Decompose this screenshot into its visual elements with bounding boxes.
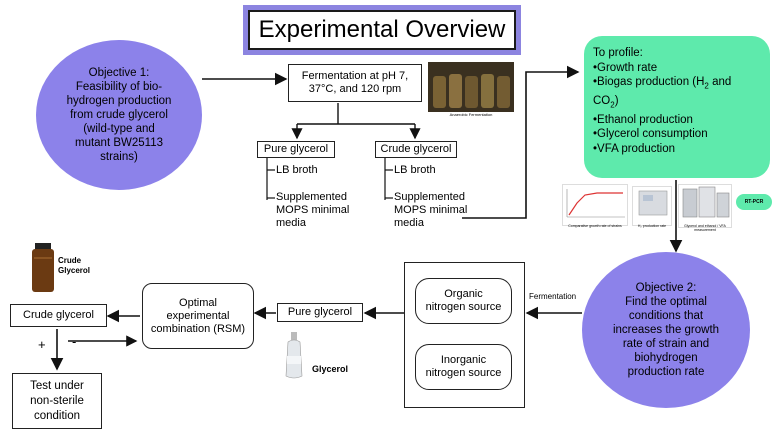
objective1-line: (wild-type and xyxy=(83,123,155,135)
organic-line: nitrogen source xyxy=(425,301,502,313)
objective1-line: mutant BW25113 xyxy=(74,137,163,149)
objective1-line: Objective 1: xyxy=(88,67,150,79)
inorganic-nitrogen-box: Inorganic nitrogen source xyxy=(415,344,512,390)
media-left-lb: LB broth xyxy=(276,164,318,176)
gc-image: H₂ production rate xyxy=(632,186,672,228)
hplc-machine-icon xyxy=(682,186,730,218)
pure-glycerol-top-box: Pure glycerol xyxy=(257,141,335,158)
profile-box: To profile: •Growth rate •Biogas product… xyxy=(584,36,770,178)
objective2-line: biohydrogen xyxy=(634,352,698,364)
equipment-label-3: Glycerol and ethanol / VFA measurement xyxy=(684,224,726,232)
photo-caption: Anaerobic Fermentation xyxy=(428,112,514,118)
test-line: Test under xyxy=(30,379,84,392)
bottles-image xyxy=(428,62,514,112)
media-line: Supplemented xyxy=(276,191,347,203)
media-line: MOPS minimal xyxy=(394,204,468,216)
glycerol-bottle-image xyxy=(283,330,305,380)
gc-machine-icon xyxy=(638,190,668,216)
objective2-line: Objective 2: xyxy=(635,282,697,294)
media-right-lb: LB broth xyxy=(394,164,436,176)
objective2-line: increases the growth xyxy=(612,324,720,336)
media-right-mops: Supplemented MOPS minimal media xyxy=(394,191,474,230)
optimal-line: combination (RSM) xyxy=(150,322,246,335)
fermentation-photo: Anaerobic Fermentation xyxy=(428,62,514,118)
organic-nitrogen-box: Organic nitrogen source xyxy=(415,278,512,324)
objective2-line: rate of strain and xyxy=(622,338,710,350)
plus-sign: + xyxy=(38,337,46,352)
crude-glycerol-top-box: Crude glycerol xyxy=(375,141,457,158)
objective2-line: conditions that xyxy=(628,310,704,322)
objective1-line: from crude glycerol xyxy=(70,109,168,121)
pure-glycerol-bottom-box: Pure glycerol xyxy=(277,303,363,322)
rt-pcr-badge: RT-PCR xyxy=(736,194,772,210)
nitrogen-container xyxy=(404,262,525,408)
objective1-line: strains) xyxy=(100,151,138,163)
profile-heading: To profile: xyxy=(593,47,643,59)
profile-item-growth: •Growth rate xyxy=(593,61,658,74)
inorganic-line: nitrogen source xyxy=(425,367,502,379)
profile-item-ethanol: •Ethanol production xyxy=(593,113,693,126)
organic-line: Organic xyxy=(444,288,483,300)
inorganic-line: Inorganic xyxy=(440,354,487,366)
media-line: MOPS minimal xyxy=(276,204,350,216)
optimal-combination-box: Optimal experimental combination (RSM) xyxy=(142,283,254,349)
objective1-ellipse: Objective 1: Feasibility of bio- hydroge… xyxy=(36,40,202,190)
crude-glycerol-bottle-image xyxy=(30,243,56,293)
equipment-label-2: H₂ production rate xyxy=(637,224,667,228)
optimal-line: Optimal xyxy=(179,296,217,309)
equipment-label-1: Comparative growth rate of strains xyxy=(568,224,622,228)
media-left-mops: Supplemented MOPS minimal media xyxy=(276,191,356,230)
crude-glycerol-bottom-box: Crude glycerol xyxy=(10,304,107,327)
objective2-ellipse: Objective 2: Find the optimal conditions… xyxy=(582,252,750,408)
optimal-line: experimental xyxy=(166,309,230,322)
fermentation-box: Fermentation at pH 7, 37°C, and 120 rpm xyxy=(288,64,422,102)
crude-glycerol-bottle-label: Crude Glycerol xyxy=(58,256,91,275)
test-line: condition xyxy=(33,409,81,422)
profile-item-glycerol: •Glycerol consumption xyxy=(593,128,708,141)
fermentation-label: Fermentation xyxy=(529,292,577,301)
glycerol-bottle-icon xyxy=(285,332,303,379)
minus-sign: - xyxy=(72,334,77,349)
growth-curve-image: Comparative growth rate of strains xyxy=(562,184,628,228)
diagram-title: Experimental Overview xyxy=(243,5,521,55)
profile-item-biogas-cont: CO2) xyxy=(593,94,619,110)
objective2-line: production rate xyxy=(627,366,705,378)
media-line: media xyxy=(276,217,306,229)
arrow-to-profile xyxy=(462,65,580,219)
objective2-line: Find the optimal xyxy=(625,296,707,308)
objective1-line: hydrogen production xyxy=(66,95,172,107)
hplc-image: Glycerol and ethanol / VFA measurement xyxy=(678,184,732,232)
glycerol-label: Glycerol xyxy=(312,364,349,374)
fermentation-line: 37°C, and 120 rpm xyxy=(308,83,402,95)
profile-item-vfa: •VFA production xyxy=(593,142,676,155)
profile-item-biogas: •Biogas production (H2 and xyxy=(593,76,732,91)
media-line: media xyxy=(394,217,424,229)
crude-glycerol-bottle-icon xyxy=(32,243,54,292)
test-nonsterile-box: Test under non-sterile condition xyxy=(12,373,102,429)
test-line: non-sterile xyxy=(30,394,84,407)
growth-curve-icon xyxy=(566,189,625,218)
fermentation-line: Fermentation at pH 7, xyxy=(301,70,409,82)
objective1-line: Feasibility of bio- xyxy=(75,81,163,93)
media-line: Supplemented xyxy=(394,191,465,203)
